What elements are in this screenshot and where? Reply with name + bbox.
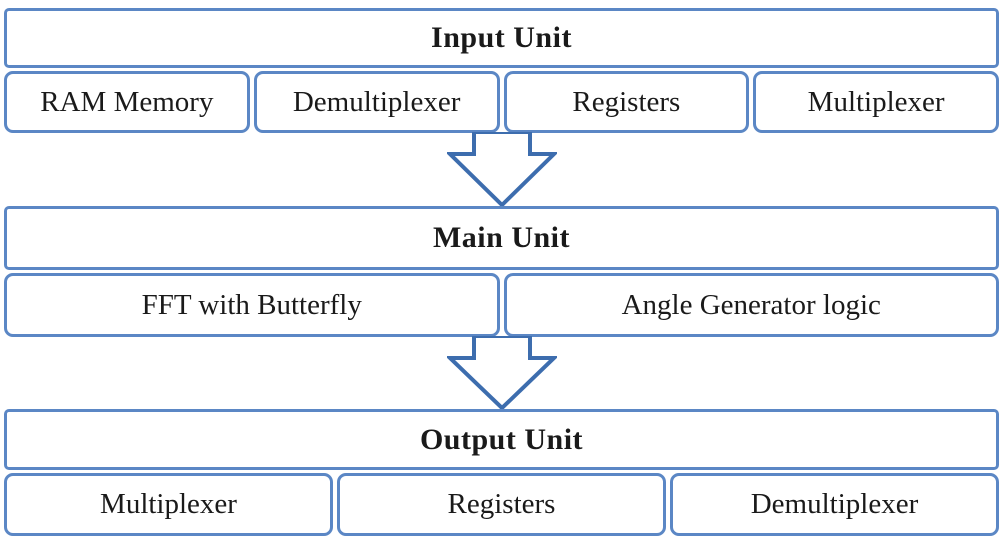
output-unit-header: Output Unit — [4, 409, 999, 470]
input-unit-header: Input Unit — [4, 8, 999, 68]
main-unit-header: Main Unit — [4, 206, 999, 270]
component-angle-generator-logic: Angle Generator logic — [503, 273, 999, 337]
component-demultiplexer-input: Demultiplexer — [253, 71, 500, 133]
component-registers-input: Registers — [503, 71, 750, 133]
arrow-main-to-output — [0, 336, 1003, 410]
component-fft-with-butterfly: FFT with Butterfly — [4, 273, 500, 337]
input-unit-components: RAM Memory Demultiplexer Registers Multi… — [4, 71, 999, 133]
component-multiplexer-input: Multiplexer — [753, 71, 999, 133]
down-arrow-icon — [446, 336, 557, 410]
arrow-input-to-main — [0, 132, 1003, 207]
component-ram-memory: RAM Memory — [4, 71, 250, 133]
down-arrow-icon — [446, 132, 557, 207]
component-multiplexer-output: Multiplexer — [4, 473, 333, 536]
output-unit-components: Multiplexer Registers Demultiplexer — [4, 473, 999, 536]
component-demultiplexer-output: Demultiplexer — [670, 473, 999, 536]
main-unit-components: FFT with Butterfly Angle Generator logic — [4, 273, 999, 337]
component-registers-output: Registers — [337, 473, 666, 536]
